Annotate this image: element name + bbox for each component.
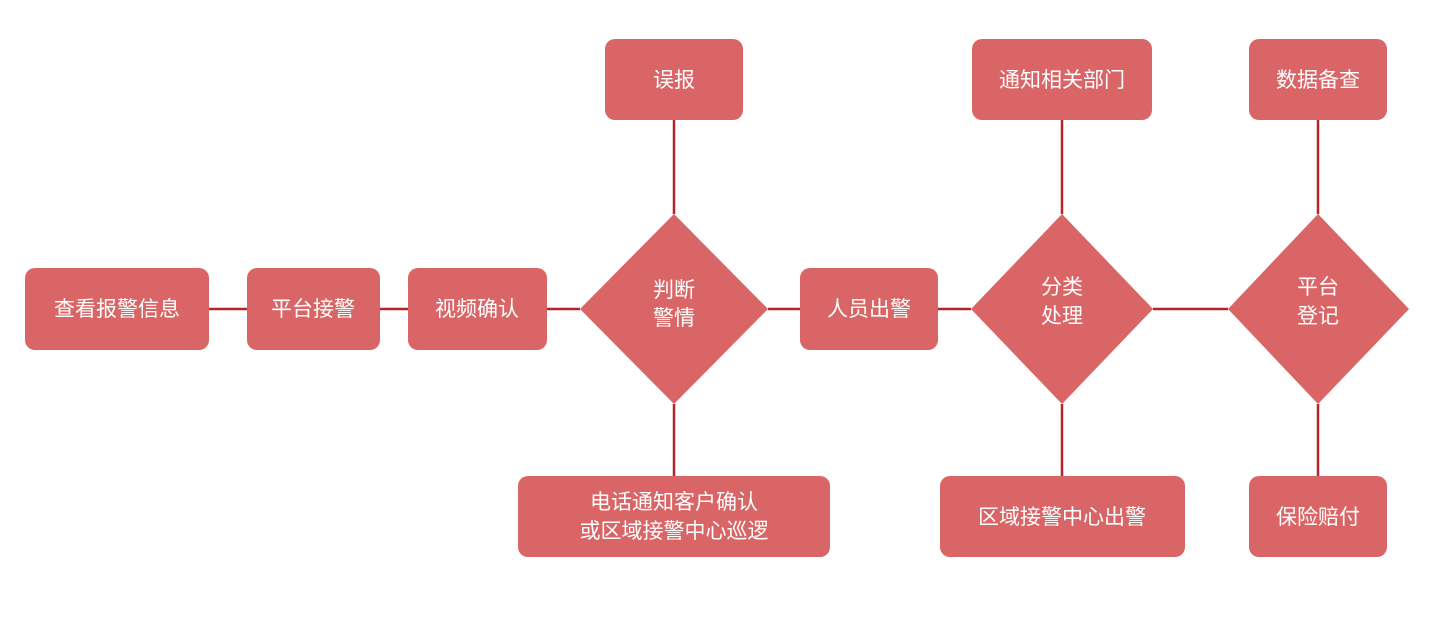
node-label: 登记	[1297, 304, 1339, 328]
node-video-confirm: 视频确认	[408, 268, 547, 350]
edges	[209, 120, 1320, 476]
node-label: 分类	[1041, 275, 1083, 299]
node-label: 保险赔付	[1276, 505, 1360, 529]
node-judge-decision: 判断 警情	[580, 214, 768, 404]
node-label: 视频确认	[435, 297, 519, 321]
node-label: 判断	[653, 278, 695, 302]
node-phone-notify: 电话通知客户确认 或区域接警中心巡逻	[518, 476, 830, 557]
node-label: 通知相关部门	[999, 68, 1125, 92]
node-label: 处理	[1041, 304, 1083, 328]
node-classify-decision: 分类 处理	[971, 214, 1153, 404]
node-label: 警情	[653, 306, 695, 330]
node-label: 区域接警中心出警	[978, 505, 1146, 529]
node-label: 平台	[1297, 275, 1339, 299]
node-label: 或区域接警中心巡逻	[580, 519, 769, 543]
node-view-alarm: 查看报警信息	[25, 268, 209, 350]
node-register-decision: 平台 登记	[1228, 214, 1409, 404]
node-insurance: 保险赔付	[1249, 476, 1387, 557]
node-platform-receive: 平台接警	[247, 268, 380, 350]
node-regional-dispatch: 区域接警中心出警	[940, 476, 1185, 557]
node-notify-dept: 通知相关部门	[972, 39, 1152, 120]
node-label: 平台接警	[271, 297, 355, 321]
node-false-alarm: 误报	[605, 39, 743, 120]
node-label: 查看报警信息	[54, 297, 180, 321]
node-label: 误报	[653, 68, 695, 92]
node-dispatch: 人员出警	[800, 268, 938, 350]
node-data-backup: 数据备查	[1249, 39, 1387, 120]
node-label: 人员出警	[827, 297, 911, 321]
node-label: 电话通知客户确认	[590, 490, 758, 514]
node-label: 数据备查	[1276, 68, 1360, 92]
